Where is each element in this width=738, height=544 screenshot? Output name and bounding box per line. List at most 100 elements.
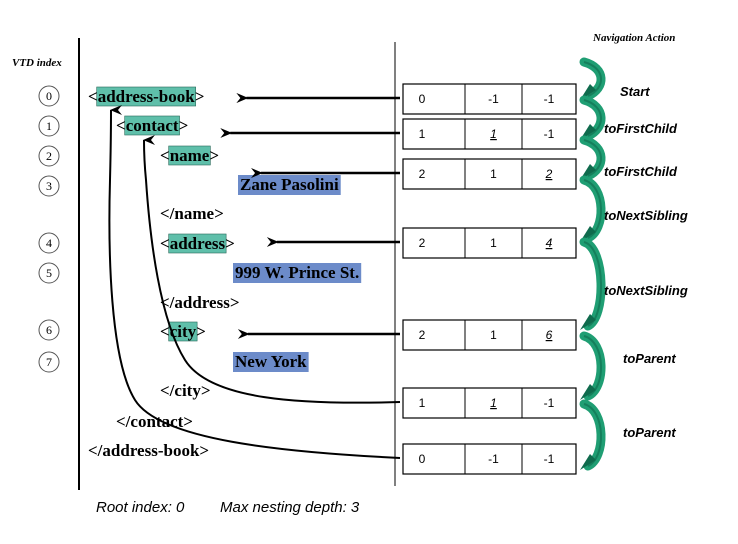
cache-cell: 2 <box>419 167 426 181</box>
row-box <box>402 118 577 150</box>
vtd-index-2: 2 <box>38 145 60 167</box>
cache-cell: -1 <box>488 452 499 466</box>
navigation-actions: Start toFirstChild toFirstChild toNextSibli… <box>579 57 688 471</box>
action-toparent: toParent <box>623 351 676 366</box>
cache-cell: 1 <box>490 167 497 181</box>
pointer-arrow-to-address-book <box>108 105 401 459</box>
index-label: 7 <box>46 355 52 369</box>
row-box <box>402 443 577 475</box>
cache-cell: -1 <box>544 396 555 410</box>
index-label: 5 <box>46 266 52 280</box>
index-label: 4 <box>46 236 52 250</box>
row-box <box>402 319 577 351</box>
xml-line: New York <box>233 352 309 372</box>
tag-open-bracket: < <box>116 116 126 135</box>
index-circle <box>38 351 60 373</box>
cache-cell: 6 <box>546 328 553 342</box>
cache-cell: 1 <box>490 236 497 250</box>
index-circle <box>38 85 60 107</box>
action-start: Start <box>620 84 650 99</box>
vtd-index-7: 7 <box>38 351 60 373</box>
index-label: 3 <box>46 179 52 193</box>
xml-line: </name> <box>160 204 224 223</box>
action-tofirstchild: toFirstChild <box>604 121 678 136</box>
cache-cell: -1 <box>488 92 499 106</box>
cache-cell: -1 <box>544 452 555 466</box>
nav-arrow-edge <box>583 99 602 137</box>
tag-open-bracket: < <box>160 146 170 165</box>
vtd-index-5: 5 <box>38 262 60 284</box>
cache-cell: 2 <box>419 236 426 250</box>
action-tofirstchild: toFirstChild <box>604 164 678 179</box>
nav-arrow-edge <box>583 335 602 397</box>
nav-arrow-edge <box>583 403 602 467</box>
tag-close-bracket: > <box>195 87 205 106</box>
nav-arrow-head <box>580 314 596 330</box>
cache-cell: 1 <box>419 396 426 410</box>
xml-line: </address-book> <box>88 441 209 460</box>
xml-line: <contact> <box>116 115 189 136</box>
cache-row: 1 1 -1 <box>402 118 577 150</box>
text-highlight <box>238 175 341 195</box>
cache-row: 2 1 2 <box>402 158 577 190</box>
index-circle <box>38 145 60 167</box>
action-tonextsibling: toNextSibling <box>604 208 688 223</box>
nav-arrow-edge <box>583 139 602 177</box>
xml-line: 999 W. Prince St. <box>233 263 362 283</box>
cache-cell: 4 <box>546 236 553 250</box>
tag-highlight <box>168 233 227 254</box>
tag-open-bracket: < <box>88 87 98 106</box>
nav-arrow <box>579 175 606 243</box>
index-circle <box>38 232 60 254</box>
cache-cell: -1 <box>544 127 555 141</box>
xml-line: Zane Pasolini <box>238 175 341 195</box>
vtd-index-4: 4 <box>38 232 60 254</box>
cache-cell: 0 <box>419 92 426 106</box>
nav-arrow <box>579 237 606 331</box>
text-highlight <box>233 352 309 372</box>
xml-line: </address> <box>160 293 240 312</box>
vtd-index-3: 3 <box>38 175 60 197</box>
index-circle <box>38 115 60 137</box>
tag-highlight <box>96 86 196 107</box>
nav-arrow-head <box>580 384 596 400</box>
cache-cell: 1 <box>419 127 426 141</box>
cache-cell: -1 <box>544 92 555 106</box>
nav-arrow-body <box>579 237 606 331</box>
cache-cell: 1 <box>490 396 497 410</box>
xml-line: <address-book> <box>88 86 205 107</box>
tag-name: city <box>170 322 197 341</box>
index-circle <box>38 175 60 197</box>
closing-tag: </address> <box>160 293 240 312</box>
index-circle <box>38 319 60 341</box>
root-index-label: Root index: 0 <box>96 499 185 516</box>
vtd-index-1: 1 <box>38 115 60 137</box>
cache-cell: 1 <box>490 127 497 141</box>
xml-line: <city> <box>160 321 206 342</box>
cache-row: 1 1 -1 <box>402 387 577 419</box>
row-box <box>402 158 577 190</box>
nav-arrow <box>579 95 606 141</box>
nav-arrow <box>579 331 606 401</box>
text-content: New York <box>235 352 307 371</box>
tag-name: address-book <box>98 87 196 106</box>
cache-cell: 2 <box>545 167 553 181</box>
tag-highlight <box>168 321 198 342</box>
tag-close-bracket: > <box>179 116 189 135</box>
cache-cell: 0 <box>419 452 426 466</box>
pointer-arrows <box>108 93 401 459</box>
closing-tag: </contact> <box>116 412 193 431</box>
nav-arrow <box>579 399 606 471</box>
tag-open-bracket: < <box>160 234 170 253</box>
tag-open-bracket: < <box>160 322 170 341</box>
closing-tag: </city> <box>160 381 211 400</box>
index-label: 0 <box>46 89 52 103</box>
cache-row: 2 1 4 <box>402 227 577 259</box>
navigation-action-header: Navigation Action <box>592 32 675 44</box>
xml-line: <name> <box>160 145 219 166</box>
tag-close-bracket: > <box>196 322 206 341</box>
nav-arrow-head <box>580 454 596 470</box>
